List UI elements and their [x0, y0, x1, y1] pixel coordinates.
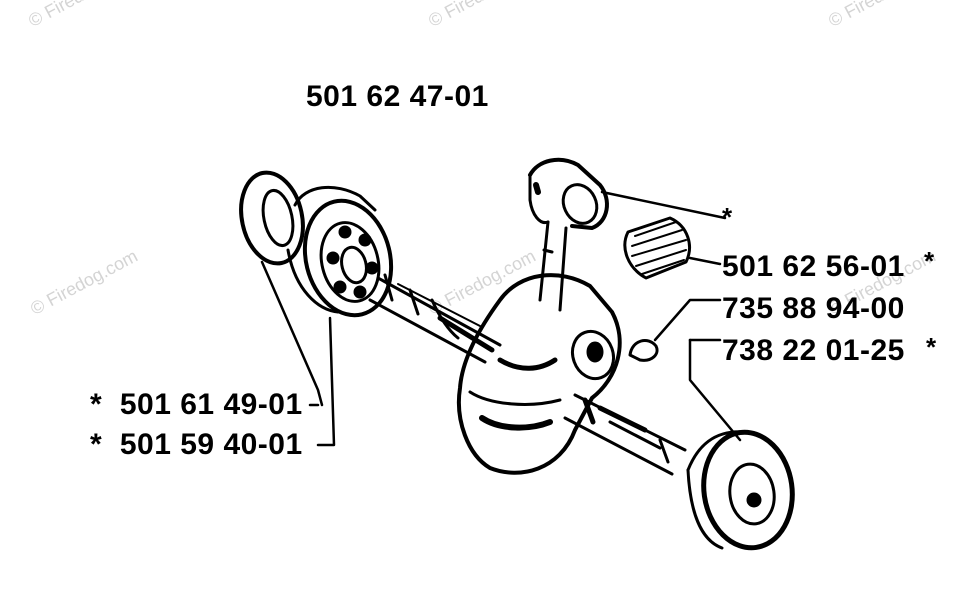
- connecting-rod: [528, 157, 609, 312]
- woodruff-key: [628, 339, 659, 362]
- left-bearing: [286, 185, 394, 318]
- key-part-number: 735 88 94-00: [722, 292, 905, 325]
- right-seal-asterisk: *: [926, 332, 937, 362]
- left-seal-part-number: * 501 61 49-01: [90, 388, 303, 421]
- right-seal-part-number: 738 22 01-25: [722, 334, 905, 367]
- left-seal-ring: [239, 170, 305, 266]
- needle-bearing: [623, 216, 691, 280]
- left-bearing-part-number: * 501 59 40-01: [90, 428, 303, 461]
- right-shaft: [563, 393, 687, 476]
- left-shaft: [368, 273, 502, 364]
- leader-lines: [260, 190, 742, 447]
- rod-bearing-asterisk: *: [722, 202, 733, 232]
- right-bearing: [686, 429, 795, 551]
- assembly-part-number: 501 62 47-01: [306, 80, 489, 113]
- crank-web: [457, 273, 622, 475]
- needle-bearing-asterisk: *: [924, 246, 935, 276]
- needle-bearing-part-number: 501 62 56-01: [722, 250, 905, 283]
